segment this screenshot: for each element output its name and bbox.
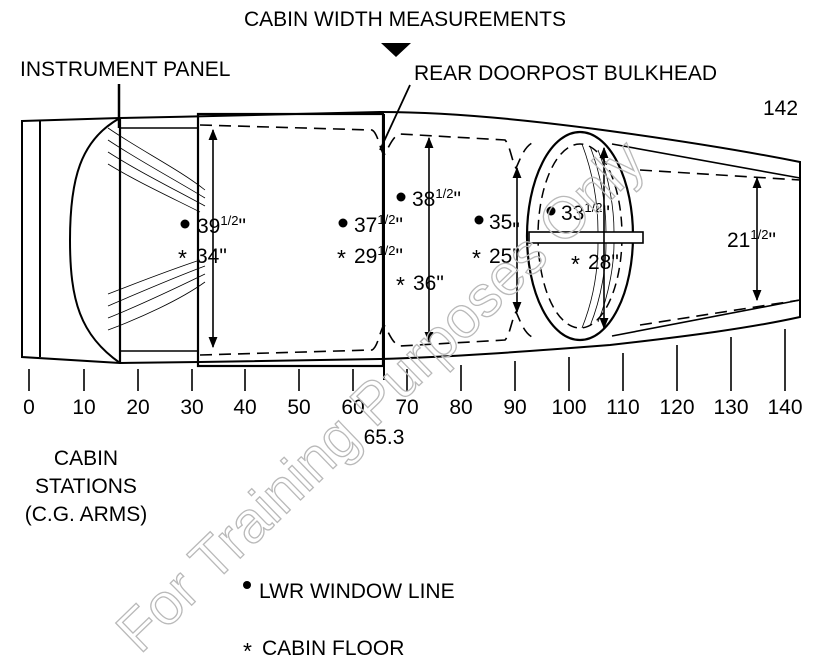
floor-measurement-4: 25"	[489, 245, 520, 268]
floor-measurements: * 34" * 291/2" * 36" * 25" * 28"	[178, 243, 619, 298]
station-label: 110	[606, 396, 639, 419]
window-dot-icon	[546, 206, 556, 216]
rear-doorpost-bulkhead-label: REAR DOORPOST BULKHEAD	[414, 62, 717, 85]
station-label: 40	[233, 396, 256, 419]
floor-asterisk-icon: *	[337, 245, 346, 271]
station-label: 100	[551, 396, 586, 419]
station-label: 10	[72, 396, 95, 419]
station-label: 90	[503, 396, 526, 419]
cabin-stations-line-2: STATIONS	[35, 475, 137, 498]
legend: LWR WINDOW LINE * CABIN FLOOR	[243, 580, 455, 664]
window-measurement-4: 35"	[489, 211, 520, 242]
floor-measurement-2: 291/2"	[354, 243, 403, 268]
cabin-stations-line-1: CABIN	[54, 447, 118, 470]
title-arrow-icon	[381, 43, 411, 57]
station-label: 0	[23, 396, 35, 419]
station-65-3-label: 65.3	[364, 426, 405, 449]
floor-measurement-1: 34"	[196, 245, 227, 268]
instrument-panel-shape	[68, 117, 206, 364]
legend-cabin-floor: CABIN FLOOR	[262, 637, 404, 660]
station-axis: 0 10 20 30 40 50 60 70 80 90 100 110 120 130 140	[23, 329, 803, 419]
dimension-arrows	[208, 128, 762, 349]
floor-measurement-3: 36"	[413, 272, 444, 295]
diagram-title: CABIN WIDTH MEASUREMENTS	[244, 8, 566, 31]
station-label: 120	[659, 396, 694, 419]
floor-asterisk-icon: *	[396, 272, 405, 298]
legend-asterisk-icon: *	[243, 638, 252, 664]
cabin-stations-line-3: (C.G. ARMS)	[25, 503, 148, 526]
station-label: 130	[713, 396, 748, 419]
floor-asterisk-icon: *	[178, 245, 187, 271]
window-line-dashed	[199, 124, 801, 356]
rear-cabin-ellipse	[525, 130, 644, 342]
cabin-floor-frame	[196, 112, 385, 368]
window-measurement-3: 381/2"	[412, 186, 461, 211]
fuselage-inner-lines	[120, 127, 801, 352]
instrument-panel-label: INSTRUMENT PANEL	[20, 58, 230, 81]
station-label: 50	[287, 396, 310, 419]
window-measurements: 391/2" 371/2" 381/2" 35" 331/2"	[180, 186, 610, 242]
window-dot-icon	[338, 218, 348, 228]
floor-measurement-5: 28"	[588, 251, 619, 274]
window-dot-icon	[396, 192, 406, 202]
window-dot-icon	[180, 219, 190, 229]
floor-asterisk-icon: *	[571, 251, 580, 277]
cabin-stations-caption: CABIN STATIONS (C.G. ARMS)	[25, 447, 148, 526]
legend-window-line: LWR WINDOW LINE	[259, 580, 455, 603]
station-label: 140	[767, 396, 802, 419]
station-label: 70	[395, 396, 418, 419]
station-label: 30	[180, 396, 203, 419]
window-measurement-1: 391/2"	[197, 213, 246, 238]
window-measurement-2: 371/2"	[354, 212, 403, 237]
legend-dot-icon	[243, 581, 251, 589]
tail-measurement: 211/2"	[727, 227, 776, 252]
station-label: 60	[341, 396, 364, 419]
station-label: 20	[126, 396, 149, 419]
window-measurement-5: 331/2"	[561, 200, 610, 225]
window-dot-icon	[474, 215, 484, 225]
station-142-label: 142	[763, 97, 798, 120]
station-label: 80	[449, 396, 472, 419]
fuselage-outline	[21, 110, 801, 365]
floor-asterisk-icon: *	[472, 245, 481, 271]
